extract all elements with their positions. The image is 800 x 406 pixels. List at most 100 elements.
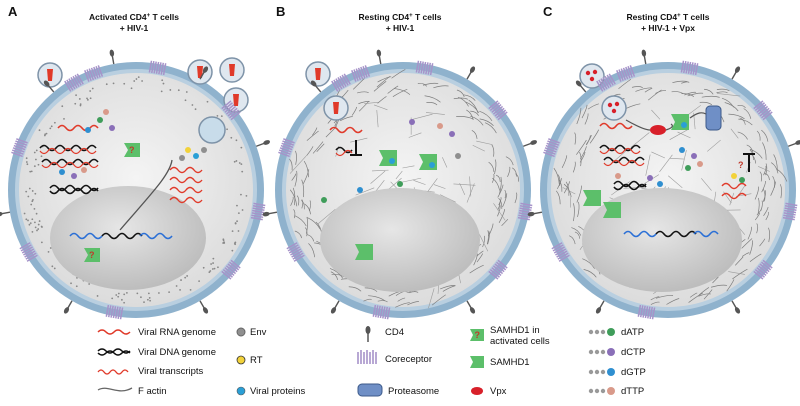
coreceptor <box>415 60 434 76</box>
legend-dttp-swatch <box>588 387 615 395</box>
coreceptor <box>331 73 351 92</box>
samhd1 <box>355 244 373 260</box>
coreceptor <box>221 100 241 121</box>
arrow <box>119 159 173 231</box>
arrow <box>625 119 651 131</box>
nucleus <box>582 188 742 292</box>
legend-viral-transcripts-swatch <box>97 369 129 375</box>
legend-datp-swatch <box>588 328 615 336</box>
cd4 <box>527 211 543 217</box>
arrow <box>665 123 673 131</box>
panel-c-subtitle: + HIV-1 + Vpx <box>641 23 695 33</box>
receptors <box>262 49 537 320</box>
cd4 <box>262 211 278 217</box>
legend-coreceptor: Coreceptor <box>385 354 432 365</box>
samhd1 <box>379 150 397 166</box>
receptors <box>0 49 270 320</box>
coreceptor <box>782 202 798 221</box>
inhibition-symbol <box>350 140 362 156</box>
cd4 <box>256 140 270 147</box>
legend-proteasome: Proteasome <box>388 386 439 397</box>
cd4 <box>199 66 209 80</box>
coreceptor <box>19 242 38 262</box>
coreceptor <box>84 65 104 82</box>
nucleus <box>320 188 480 292</box>
viral-rna <box>329 126 363 134</box>
coreceptor <box>221 259 241 280</box>
cd4 <box>199 300 209 314</box>
legend-coreceptor-swatch <box>357 350 377 364</box>
coreceptor <box>286 242 305 262</box>
cd4 <box>466 300 476 314</box>
legend-f-actin-swatch <box>97 387 133 392</box>
legend-samhd1-activated-2: activated cells <box>490 336 550 347</box>
budding-virion <box>198 116 226 144</box>
coreceptor <box>351 65 371 82</box>
coreceptor <box>488 259 508 280</box>
virion-with-vpx <box>579 63 605 89</box>
coreceptor <box>250 202 266 221</box>
legend-viral-dna-swatch <box>97 348 131 354</box>
cd4 <box>0 211 11 217</box>
legend-viral-dna-swatch-strand <box>97 350 131 356</box>
coreceptor <box>543 138 560 158</box>
panel-c: C Resting CD4+ T cells + HIV-1 + Vpx <box>527 4 800 320</box>
legend-viral-proteins-swatch <box>236 386 246 396</box>
virion <box>187 59 213 85</box>
samhd1-activated: ? <box>84 248 100 262</box>
legend-rt: RT <box>250 355 263 366</box>
coreceptor <box>753 100 773 121</box>
samhd1 <box>419 154 437 170</box>
vpx <box>650 125 666 135</box>
inhibition-symbol <box>743 153 755 172</box>
legend-samhd1-swatch <box>470 356 484 368</box>
cd4 <box>523 140 537 147</box>
arrow <box>689 112 707 119</box>
coreceptor <box>11 138 28 158</box>
legend-proteasome-swatch <box>357 383 383 397</box>
coreceptor <box>596 73 616 92</box>
panel-c-title: Resting CD4+ T cells <box>627 12 710 22</box>
samhd1 <box>671 114 689 130</box>
dntps <box>59 109 207 179</box>
samhd1-activated <box>603 202 621 218</box>
legend-cd4: CD4 <box>385 327 404 338</box>
cd4 <box>788 140 800 147</box>
legend-rt-swatch <box>236 355 246 365</box>
virus-particles <box>37 57 249 144</box>
cytoplasm-dots <box>23 76 248 304</box>
coreceptor <box>637 304 656 320</box>
cd4 <box>109 49 115 65</box>
panel-b: B Resting CD4+ T cells + HIV-1 <box>262 4 537 320</box>
legend-datp: dATP <box>621 327 644 338</box>
panel-a-subtitle: + HIV-1 <box>120 23 149 33</box>
viral-dna-partial <box>335 146 353 154</box>
legend: Viral RNA genome Viral DNA genome Viral … <box>97 325 646 397</box>
coreceptor <box>551 242 570 262</box>
cd4 <box>43 80 55 93</box>
svg-text:?: ? <box>129 145 135 155</box>
coreceptor <box>278 138 295 158</box>
coreceptor <box>616 65 636 82</box>
panel-letter-c: C <box>543 4 553 19</box>
legend-dgtp: dGTP <box>621 367 646 378</box>
unknown-factor: ? <box>738 160 744 170</box>
legend-viral-rna: Viral RNA genome <box>138 327 216 338</box>
dntps <box>615 147 745 187</box>
legend-samhd1: SAMHD1 <box>490 357 530 368</box>
legend-dctp-swatch <box>588 348 615 356</box>
viral-genomes <box>39 124 203 240</box>
coreceptor <box>680 60 699 76</box>
coreceptor <box>488 100 508 121</box>
legend-viral-transcripts: Viral transcripts <box>138 366 204 377</box>
panel-a-title: Activated CD4+ T cells <box>89 12 179 22</box>
virion <box>37 62 63 88</box>
legend-dttp: dTTP <box>621 386 644 397</box>
cd4 <box>731 300 741 314</box>
legend-dgtp-swatch <box>588 368 615 376</box>
panel-letter-a: A <box>8 4 18 19</box>
legend-viral-dna: Viral DNA genome <box>138 347 216 358</box>
legend-f-actin: F actin <box>138 386 167 397</box>
legend-samhd1-activated-swatch: ? <box>470 329 484 341</box>
cd4 <box>310 80 322 93</box>
